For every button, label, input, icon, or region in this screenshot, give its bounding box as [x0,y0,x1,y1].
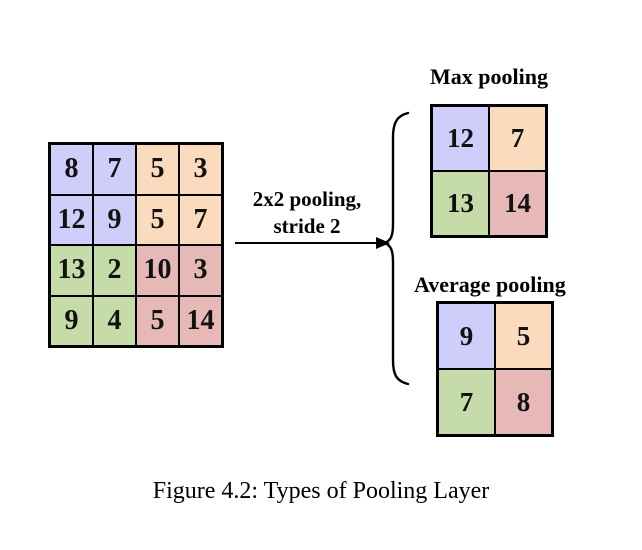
input-cell: 7 [179,194,222,245]
operation-label-line1: 2x2 pooling, [252,187,362,211]
average-pooling-title: Average pooling [414,272,566,297]
input-cell: 8 [50,144,93,195]
figure-caption: Figure 4.2: Types of Pooling Layer [152,478,490,504]
max-pooling-cell: 12 [432,106,489,171]
average-pooling-cell: 8 [495,369,552,435]
input-cell: 3 [179,144,222,195]
max-pooling-cell: 7 [489,106,546,171]
input-cell: 5 [136,295,179,346]
input-cell: 12 [50,194,93,245]
max-pooling-cell: 14 [489,171,546,236]
input-cell: 3 [179,245,222,296]
input-cell: 5 [136,194,179,245]
input-cell: 10 [136,245,179,296]
input-cell: 4 [93,295,136,346]
max-pooling-title: Max pooling [430,64,548,89]
average-pooling-cell: 7 [438,369,495,435]
operation-label: 2x2 pooling, stride 2 [232,186,382,240]
input-cell: 7 [93,144,136,195]
average-pooling-cell: 9 [438,303,495,369]
average-pooling-cell: 5 [495,303,552,369]
operation-label-line2: stride 2 [273,214,341,238]
input-cell: 2 [93,245,136,296]
input-cell: 5 [136,144,179,195]
input-cell: 9 [93,194,136,245]
input-cell: 9 [50,295,93,346]
curly-brace-path [382,111,410,386]
max-pooling-cell: 13 [432,171,489,236]
input-cell: 13 [50,245,93,296]
input-cell: 14 [179,295,222,346]
